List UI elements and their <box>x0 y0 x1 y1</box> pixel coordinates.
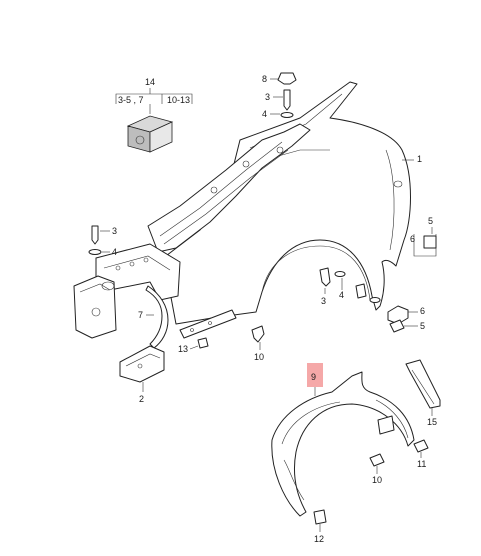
trim-7: 7 <box>138 285 169 349</box>
liner-extension-15: 15 <box>405 359 441 427</box>
left-fasteners: 3 4 <box>88 225 117 257</box>
clip-5-top <box>423 235 437 249</box>
callout-5-bottom: 5 <box>420 321 425 331</box>
callout-6-bottom: 6 <box>420 306 425 316</box>
callout-7: 7 <box>138 310 143 320</box>
callout-3-left: 3 <box>112 226 117 236</box>
bolt-3-top <box>283 89 291 111</box>
clip-6-bottom <box>387 305 409 325</box>
bracket-2: 2 13 <box>119 337 209 404</box>
callout-12: 12 <box>314 534 324 544</box>
clip-13 <box>197 337 209 349</box>
callout-3-mid: 3 <box>321 296 326 306</box>
bolt-10-center <box>251 325 265 343</box>
callout-5-top: 5 <box>428 216 433 226</box>
washer-mid-right <box>369 297 381 303</box>
clip-11 <box>413 439 429 453</box>
callout-10-center: 10 <box>254 352 264 362</box>
top-fasteners: 8 3 4 <box>262 72 297 119</box>
lower-strip <box>179 309 237 339</box>
callout-2: 2 <box>139 394 144 404</box>
bolt-3-mid <box>319 267 331 287</box>
bolt-10-bottom <box>369 453 385 467</box>
callout-15: 15 <box>427 417 437 427</box>
kit-group: 14 3-5 , 7 10-13 <box>115 77 193 153</box>
callout-11: 11 <box>417 459 426 469</box>
clip-5-bottom <box>389 319 405 333</box>
callout-4-mid: 4 <box>339 290 344 300</box>
kit-label-left: 3-5 , 7 <box>118 95 144 105</box>
clip-nut-8 <box>277 72 297 85</box>
wheel-housing-liner: 9 <box>271 363 415 517</box>
kit-label-right: 10-13 <box>167 95 190 105</box>
bolt-mid-right <box>355 283 367 299</box>
washer-4-mid <box>334 271 346 277</box>
callout-14: 14 <box>145 77 155 87</box>
washer-4-left <box>88 249 102 255</box>
kit-box-icon <box>126 115 174 153</box>
clip-12 <box>313 509 327 525</box>
callout-1: 1 <box>417 154 422 164</box>
callout-8: 8 <box>262 74 267 84</box>
callout-3-top: 3 <box>265 92 270 102</box>
callout-9: 9 <box>311 372 316 382</box>
side-mount-bracket <box>73 275 117 339</box>
highlight-marker <box>307 363 323 387</box>
washer-4-top <box>280 112 294 118</box>
middle-fasteners: 3 4 <box>319 267 381 306</box>
bolt-3-left <box>91 225 99 245</box>
fender-panel: 1 <box>157 81 422 325</box>
right-fasteners: 5 6 6 5 <box>387 216 437 333</box>
center-bolt-10: 10 <box>251 325 265 362</box>
bottom-fasteners: 10 11 <box>369 439 429 485</box>
inner-wing-bracket <box>95 123 311 301</box>
bottom-clip-12: 12 <box>313 509 327 544</box>
callout-4-left: 4 <box>112 247 117 257</box>
liner-tab <box>377 415 395 435</box>
callout-13: 13 <box>178 344 188 354</box>
callout-10-bottom: 10 <box>372 475 382 485</box>
callout-6-top: 6 <box>410 234 415 244</box>
callout-4-top: 4 <box>262 109 267 119</box>
